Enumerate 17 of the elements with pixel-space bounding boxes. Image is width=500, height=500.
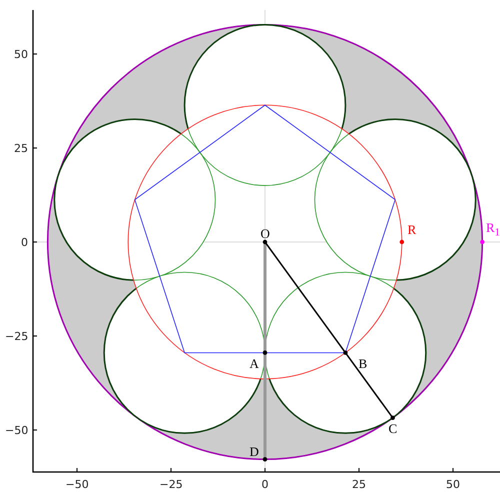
tick-label: 0	[262, 478, 268, 490]
tick-label: 25	[14, 142, 28, 154]
point-label: R$_{1}$	[486, 220, 500, 238]
tick-label: 50	[446, 478, 460, 490]
tick-label: 0	[21, 236, 28, 248]
tick-label: −50	[5, 424, 28, 436]
point-label: A	[250, 356, 259, 370]
point-label: R	[408, 222, 416, 236]
tick-label: −25	[5, 330, 28, 342]
tick-label: 25	[352, 478, 366, 490]
point-label: O	[260, 226, 270, 240]
tick-label: −25	[160, 478, 183, 490]
tick-label: 50	[14, 48, 28, 60]
point-label: D	[250, 444, 259, 458]
tick-label: −50	[66, 478, 89, 490]
point-label: B	[358, 356, 368, 370]
point-label: C	[388, 422, 398, 434]
